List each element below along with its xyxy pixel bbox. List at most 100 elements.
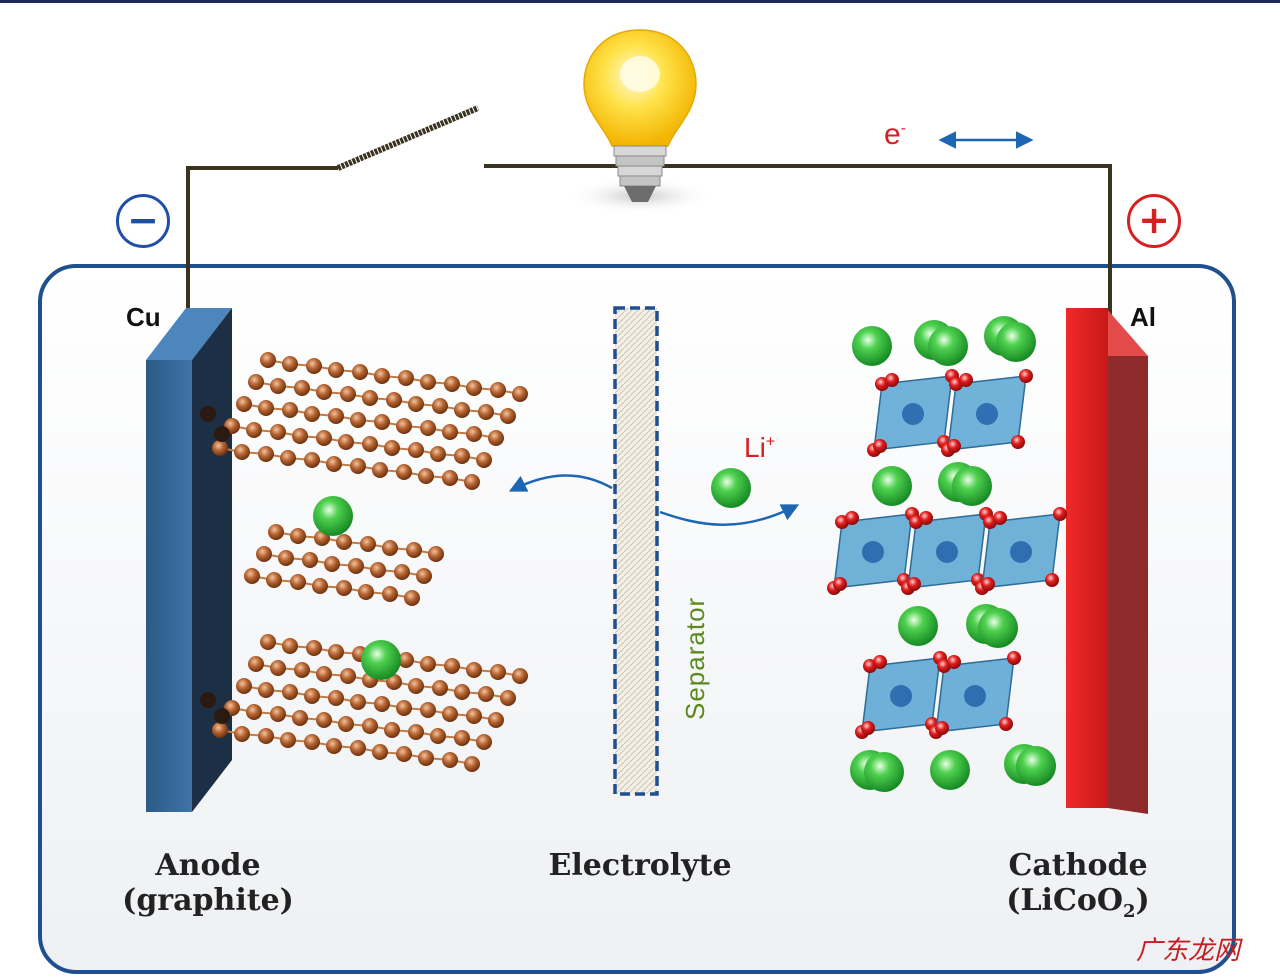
carbon-atom <box>328 690 344 706</box>
octahedra-row-3 <box>855 651 1021 739</box>
carbon-atom <box>316 430 332 446</box>
cobalt-atom <box>976 403 998 425</box>
carbon-atom <box>352 364 368 380</box>
carbon-atom <box>490 382 506 398</box>
carbon-atom <box>444 376 460 392</box>
carbon-atom <box>384 722 400 738</box>
licoo2-lattice <box>827 369 1067 739</box>
carbon-atom <box>304 452 320 468</box>
carbon-atom <box>444 658 460 674</box>
carbon-atom <box>442 752 458 768</box>
negative-terminal-icon: − <box>116 194 170 248</box>
carbon-atom <box>292 710 308 726</box>
carbon-atom <box>490 664 506 680</box>
carbon-atom <box>418 750 434 766</box>
oxygen-atom <box>999 717 1013 731</box>
carbon-atom <box>372 462 388 478</box>
carbon-atom <box>350 740 366 756</box>
carbon-atom <box>270 706 286 722</box>
carbon-atom <box>316 384 332 400</box>
oxygen-atom <box>959 373 973 387</box>
carbon-atom <box>326 456 342 472</box>
carbon-atom <box>420 374 436 390</box>
separator-label: Separator <box>680 596 710 720</box>
carbon-atom <box>408 724 424 740</box>
cobalt-atom <box>862 541 884 563</box>
carbon-atom <box>382 540 398 556</box>
carbon-atom <box>258 400 274 416</box>
light-bulb-icon <box>566 29 714 214</box>
carbon-atom <box>432 680 448 696</box>
carbon-atom <box>358 584 374 600</box>
carbon-atom <box>282 402 298 418</box>
carbon-atom <box>336 534 352 550</box>
carbon-atom <box>282 684 298 700</box>
graphite-sheet-bottom <box>212 634 528 772</box>
carbon-atom <box>512 386 528 402</box>
carbon-atom <box>512 668 528 684</box>
graphite-sheet-middle <box>244 524 444 606</box>
lithium-ion <box>313 496 353 536</box>
lithium-ion <box>978 608 1018 648</box>
oxygen-atom <box>1019 369 1033 383</box>
carbon-atom <box>386 392 402 408</box>
surface-atom <box>200 692 216 708</box>
carbon-atom <box>212 440 228 456</box>
carbon-atom <box>478 404 494 420</box>
carbon-atom <box>260 634 276 650</box>
carbon-atom <box>454 402 470 418</box>
lithium-ion <box>996 322 1036 362</box>
carbon-atom <box>326 738 342 754</box>
carbon-atom <box>350 458 366 474</box>
aluminum-label: Al <box>1130 302 1156 332</box>
carbon-atom <box>454 448 470 464</box>
oxygen-atom <box>947 439 961 453</box>
carbon-atom <box>478 686 494 702</box>
carbon-atom <box>466 708 482 724</box>
carbon-atom <box>396 700 412 716</box>
oxygen-atom <box>873 439 887 453</box>
cobalt-atom <box>936 541 958 563</box>
carbon-atom <box>290 528 306 544</box>
oxygen-atom <box>947 655 961 669</box>
lithium-ion-label: Li+ <box>744 432 776 463</box>
carbon-atom <box>236 678 252 694</box>
oxygen-atom <box>1053 507 1067 521</box>
carbon-atom <box>466 662 482 678</box>
carbon-atom <box>324 556 340 572</box>
carbon-atom <box>340 386 356 402</box>
carbon-atom <box>500 408 516 424</box>
external-circuit <box>186 105 1112 335</box>
carbon-atom <box>270 424 286 440</box>
carbon-atom <box>350 694 366 710</box>
carbon-atom <box>430 446 446 462</box>
carbon-atom <box>340 668 356 684</box>
carbon-atom <box>408 396 424 412</box>
octahedra-row-1 <box>867 369 1033 457</box>
lithium-ion <box>852 326 892 366</box>
carbon-atom <box>394 564 410 580</box>
carbon-atom <box>442 470 458 486</box>
carbon-atom <box>294 662 310 678</box>
carbon-atom <box>500 690 516 706</box>
carbon-atom <box>466 426 482 442</box>
oxygen-atom <box>845 511 859 525</box>
carbon-atom <box>374 368 390 384</box>
octahedra-row-2 <box>827 507 1067 595</box>
carbon-atom <box>258 728 274 744</box>
lithium-ions <box>313 316 1056 792</box>
carbon-atom <box>370 562 386 578</box>
carbon-atom <box>338 434 354 450</box>
carbon-atom <box>384 440 400 456</box>
electrolyte-caption: Electrolyte <box>548 848 732 883</box>
carbon-atom <box>430 728 446 744</box>
carbon-atom <box>248 374 264 390</box>
carbon-atom <box>418 468 434 484</box>
oxygen-atom <box>1007 651 1021 665</box>
carbon-atom <box>266 572 282 588</box>
switch-lever[interactable] <box>336 105 480 171</box>
oxygen-atom <box>833 577 847 591</box>
carbon-atom <box>256 546 272 562</box>
carbon-atom <box>268 524 284 540</box>
oxygen-atom <box>861 721 875 735</box>
